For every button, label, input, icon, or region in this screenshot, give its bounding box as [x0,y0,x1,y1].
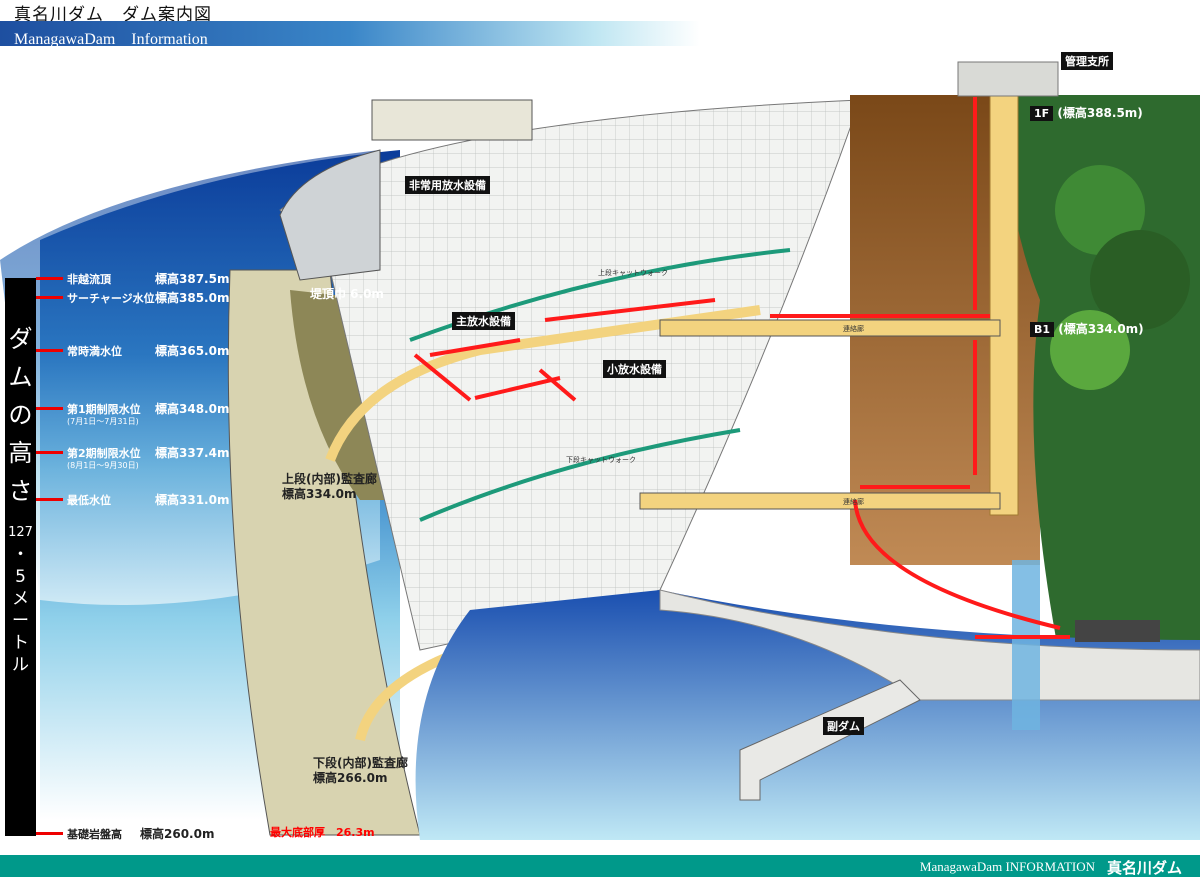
level-value: 標高385.0m [155,291,230,305]
char: ル [12,655,29,675]
floor-b1-label: B1 (標高334.0m) [1030,320,1144,337]
lower-gallery-label: 下段(内部)監査廊 [313,756,408,770]
page-title: 真名川ダム ダム案内図 [14,5,212,25]
char: の [8,401,33,429]
level-name: 第2期制限水位 [67,447,141,460]
lower-corridor-label: 連絡廊 [843,498,864,506]
char: 5 [15,567,26,587]
footer-bar: ManagawaDam INFORMATION 真名川ダム [0,855,1200,877]
floor-1f-label: 1F (標高388.5m) [1030,104,1143,121]
level-value: 標高260.0m [140,827,215,841]
main-outlet-label: 主放水設備 [452,312,515,330]
level-name: 第1期制限水位 [67,403,141,416]
floor-1f-badge: 1F [1030,106,1054,121]
office-label: 管理支所 [1061,52,1113,70]
sub-dam-label: 副ダム [823,717,864,735]
level-name: 基礎岩盤高 [67,828,122,841]
dam-height-label: ダ ム の 高 さ [5,320,36,510]
max-thickness-label: 最大底部厚 26.3m [270,826,375,839]
level-name: 常時満水位 [67,345,122,358]
level-value: 標高331.0m [155,493,230,507]
level-tick [36,498,63,501]
level-value: 標高337.4m [155,446,230,460]
level-name: 非越流頂 [67,273,111,286]
emergency-outlet-label: 非常用放水設備 [405,176,490,194]
level-tick [36,451,63,454]
level-tick [36,832,63,835]
char: ダ [8,325,33,353]
char: メ [12,589,29,609]
char: ー [12,611,29,631]
level-value: 標高387.5m [155,272,230,286]
level-name: サーチャージ水位 [67,292,155,305]
upper-gallery-label: 上段(内部)監査廊 [282,472,377,486]
dam-height-value: 127 ・ 5 メ ー ト ル [5,522,36,676]
level-note: (8月1日〜9月30日) [67,461,139,470]
char: さ [8,477,33,505]
upper-corridor-label: 連絡廊 [843,325,864,333]
char: 高 [8,439,33,467]
height-scale-bar [5,278,36,836]
floor-b1-badge: B1 [1030,322,1055,337]
level-tick [36,407,63,410]
level-tick [36,349,63,352]
level-note: (7月1日〜7月31日) [67,417,139,426]
char: 127 [8,525,33,540]
level-value: 標高365.0m [155,344,230,358]
level-tick [36,296,63,299]
lower-gallery-elevation: 標高266.0m [313,771,388,785]
upper-catwalk-label: 上段キャットウォーク [598,269,668,277]
char: ム [8,363,33,391]
floor-b1-elevation: (標高334.0m) [1058,322,1144,336]
level-tick [36,277,63,280]
lower-catwalk-label: 下段キャットウォーク [566,456,636,464]
char: ト [12,633,29,653]
footer-text: ManagawaDam INFORMATION [919,859,1095,874]
page-subtitle: ManagawaDam Information [0,21,700,48]
level-name: 最低水位 [67,494,111,507]
crest-width-label: 堤頂巾 6.0m [310,287,384,301]
footer-name: 真名川ダム [1106,859,1182,877]
floor-1f-elevation: (標高388.5m) [1057,106,1143,120]
small-outlet-label: 小放水設備 [603,360,666,378]
char: ・ [12,545,29,565]
upper-gallery-elevation: 標高334.0m [282,487,357,501]
level-value: 標高348.0m [155,402,230,416]
